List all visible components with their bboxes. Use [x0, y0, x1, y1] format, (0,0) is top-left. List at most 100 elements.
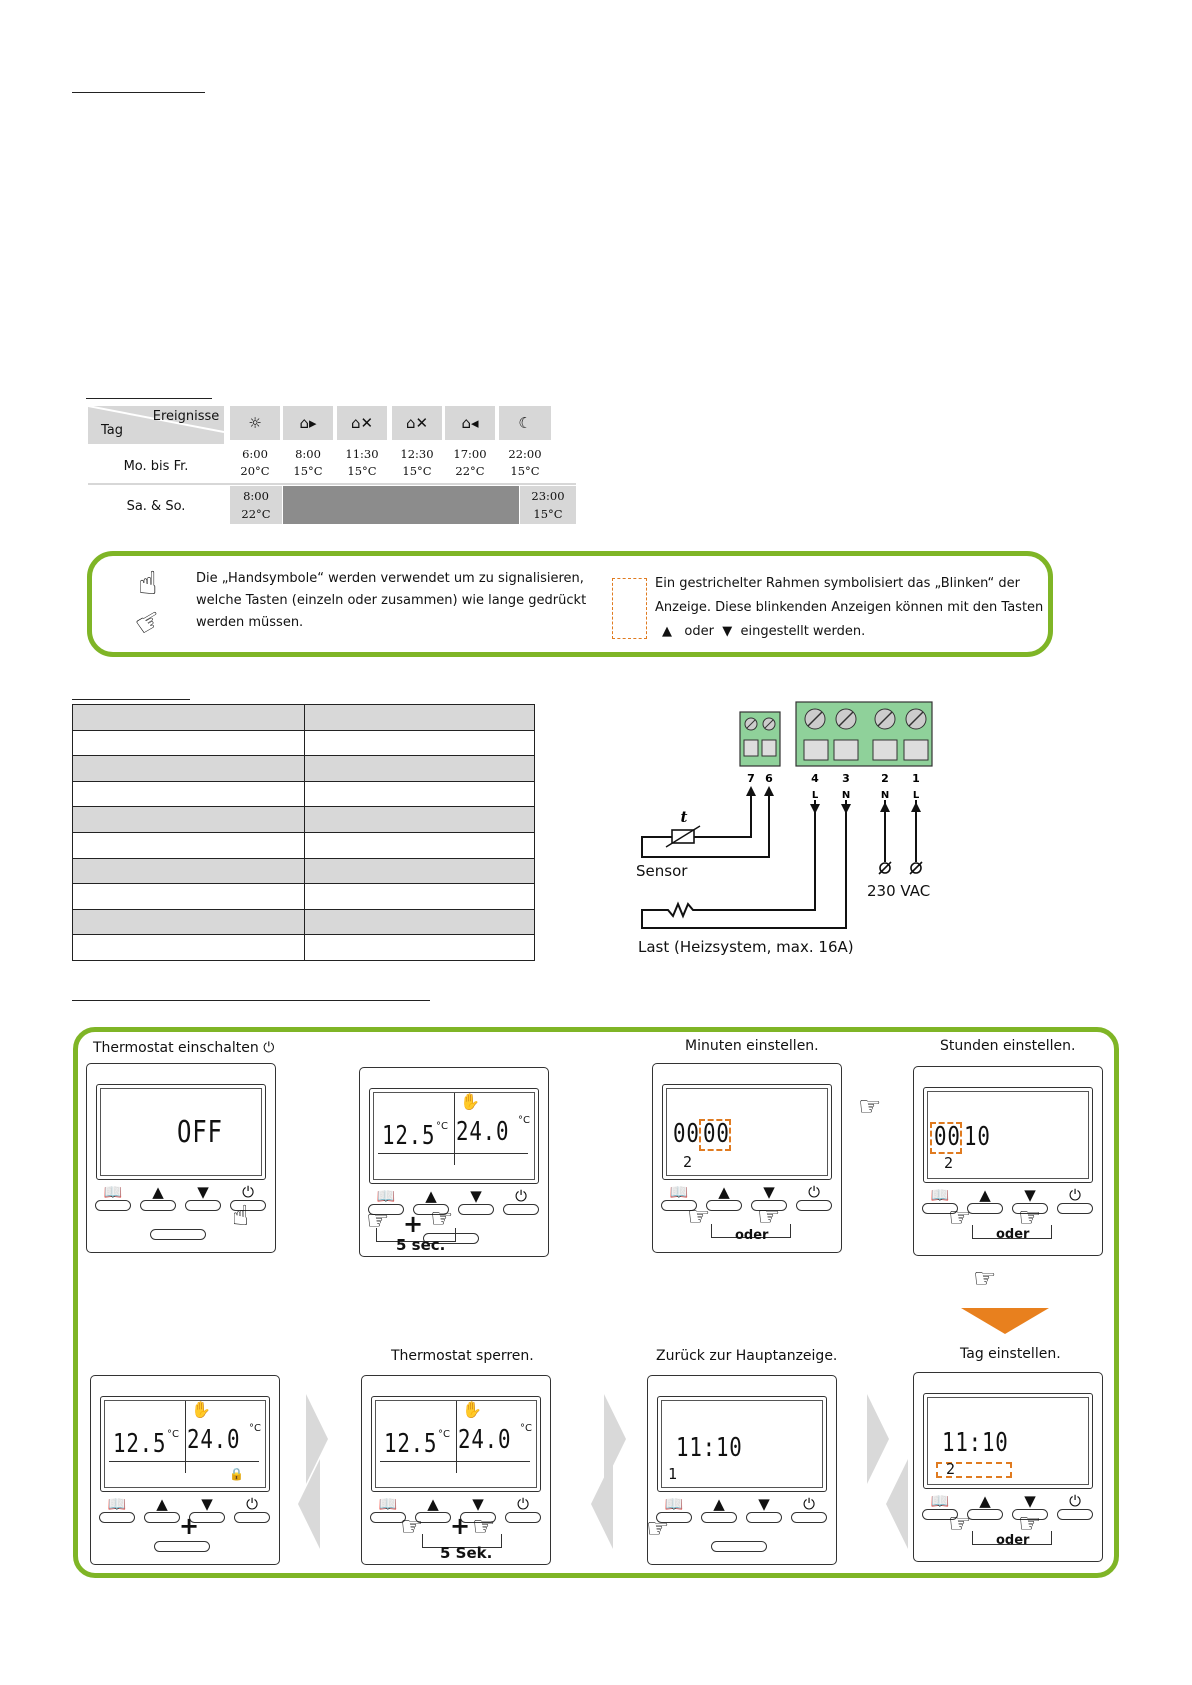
terminal-letter-4: L	[812, 790, 819, 801]
book-icon: 📖	[376, 1187, 396, 1205]
hand-press-icon: ☞	[128, 600, 170, 645]
back-arrow-icon	[886, 1459, 908, 1549]
book-button[interactable]	[95, 1200, 131, 1211]
celsius-unit: °C	[518, 1115, 530, 1126]
up-icon: ▲	[425, 1187, 437, 1205]
display-room-temp: 24.0	[458, 1425, 512, 1455]
schedule-weekday-temp-2: 15°C	[293, 464, 323, 478]
book-press-icon: ☞	[858, 1092, 882, 1122]
step-title-minutes: Minuten einstellen.	[685, 1038, 819, 1054]
schedule-day-weekdays: Mo. bis Fr.	[123, 459, 189, 474]
hold-duration: 5 Sek.	[440, 1544, 493, 1562]
power-button[interactable]	[791, 1512, 827, 1523]
schedule-weekday-temp-6: 15°C	[510, 464, 540, 478]
hand-press-icon: ☞	[366, 1206, 390, 1236]
book-icon: 📖	[378, 1495, 398, 1513]
up-icon: ▲	[979, 1492, 991, 1510]
hand-press-icon: ☞	[400, 1512, 424, 1542]
book-icon: 📖	[669, 1183, 689, 1201]
up-button[interactable]	[144, 1512, 180, 1523]
down-icon: ▼	[197, 1183, 209, 1201]
up-button[interactable]	[413, 1204, 449, 1215]
or-label: oder	[996, 1533, 1030, 1548]
power-button[interactable]	[503, 1204, 539, 1215]
down-button[interactable]	[460, 1512, 496, 1523]
book-button[interactable]	[922, 1509, 958, 1520]
step-title-day: Tag einstellen.	[960, 1346, 1061, 1362]
legend-frame-line-2: Anzeige. Diese blinkenden Anzeigen könne…	[655, 600, 1044, 615]
terminal-4: 4	[811, 772, 819, 785]
or-bracket	[972, 1531, 1052, 1545]
hand-press-icon: ☞	[646, 1514, 670, 1544]
table-row	[72, 857, 535, 885]
power-icon: ⏻	[1069, 1492, 1081, 1510]
book-button[interactable]	[370, 1512, 406, 1523]
legend-box: ☝ ☞ Die „Handsymbole“ werden verwendet u…	[87, 551, 1053, 657]
hand-press-icon: ☞	[430, 1204, 454, 1234]
up-button[interactable]	[967, 1203, 1003, 1214]
down-button[interactable]	[185, 1200, 221, 1211]
display-room-temp: 24.0	[187, 1425, 241, 1455]
house-return-lunch-icon: ⌂✕	[392, 406, 442, 440]
terminal-1: 1	[912, 772, 920, 785]
book-icon: 📖	[930, 1492, 950, 1510]
power-icon: ⏻	[515, 1187, 527, 1205]
power-button[interactable]	[796, 1200, 832, 1211]
up-button[interactable]	[967, 1509, 1003, 1520]
hand-point-icon: ☝	[138, 564, 158, 602]
thermostat-step-2: ✋ 12.5 24.0 °C °C 📖▲▼⏻ + ☞ ☞ 5 sec.	[359, 1067, 549, 1257]
bottom-slot	[150, 1229, 206, 1240]
down-icon: ▼	[758, 1495, 770, 1513]
up-button[interactable]	[140, 1200, 176, 1211]
schedule-day-weekend: Sa. & So.	[126, 499, 186, 514]
up-button[interactable]	[415, 1512, 451, 1523]
schedule-weekday-time-4: 12:30	[400, 447, 434, 461]
display-hours: 00	[673, 1119, 700, 1149]
schedule-header-corner	[88, 406, 224, 444]
power-icon: ⏻	[1069, 1186, 1081, 1204]
bottom-slot	[154, 1541, 210, 1552]
power-button[interactable]	[505, 1512, 541, 1523]
schedule-weekend-time-1: 8:00	[243, 489, 269, 503]
down-button[interactable]	[751, 1200, 787, 1211]
schedule-weekday-time-2: 8:00	[295, 447, 321, 461]
table-row	[72, 704, 535, 731]
supply-label: 230 VAC	[867, 882, 931, 900]
book-button[interactable]	[661, 1200, 697, 1211]
power-button[interactable]	[1057, 1509, 1093, 1520]
down-button[interactable]	[189, 1512, 225, 1523]
lcd-display: 00 10 2	[923, 1087, 1093, 1183]
lcd-display: ✋ 12.5 24.0 °C °C	[371, 1396, 541, 1492]
down-button[interactable]	[746, 1512, 782, 1523]
power-button[interactable]	[234, 1512, 270, 1523]
technical-data-table	[72, 704, 535, 961]
thermostat-step-7: ✋ 12.5 24.0 °C °C 📖▲▼⏻ + ☞ ☞ 5 Sek.	[361, 1375, 551, 1565]
down-button[interactable]	[1012, 1509, 1048, 1520]
book-button[interactable]	[99, 1512, 135, 1523]
down-button[interactable]	[1012, 1203, 1048, 1214]
house-return-icon: ⌂◂	[445, 406, 495, 440]
book-button[interactable]	[368, 1204, 404, 1215]
book-button[interactable]	[922, 1203, 958, 1214]
hand-press-icon: ☞	[757, 1202, 781, 1232]
display-minutes: 10	[964, 1122, 991, 1152]
up-button[interactable]	[706, 1200, 742, 1211]
power-button[interactable]	[1057, 1203, 1093, 1214]
up-button[interactable]	[701, 1512, 737, 1523]
back-arrow-icon	[298, 1459, 320, 1549]
schedule-weekend-temp-1: 22°C	[241, 507, 271, 521]
power-button[interactable]	[230, 1200, 266, 1211]
up-icon: ▲	[156, 1495, 168, 1513]
down-button[interactable]	[458, 1204, 494, 1215]
schedule-weekday-time-3: 11:30	[345, 447, 379, 461]
step-title-main-display: Zurück zur Hauptanzeige.	[656, 1348, 838, 1364]
book-button[interactable]	[656, 1512, 692, 1523]
hand-icon: ✋	[460, 1092, 480, 1111]
button-row: 📖▲▼⏻	[661, 1183, 833, 1226]
up-arrow-icon: ▲	[662, 624, 672, 639]
celsius-unit: °C	[438, 1429, 450, 1440]
schedule-header-diagonal	[88, 406, 224, 433]
schedule-weekday-temp-5: 22°C	[455, 464, 485, 478]
display-day: 2	[683, 1153, 693, 1171]
button-row: 📖▲▼⏻	[95, 1183, 267, 1226]
